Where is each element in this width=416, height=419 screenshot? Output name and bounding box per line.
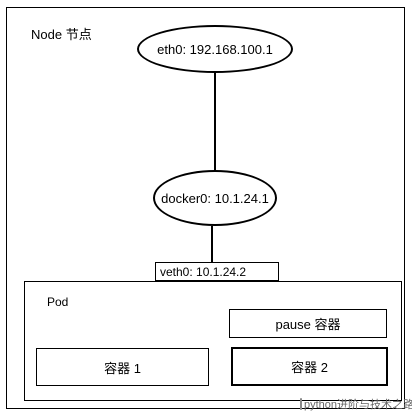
veth0-interface: veth0: 10.1.24.2 xyxy=(155,262,279,281)
node-label: Node 节点 xyxy=(31,27,92,42)
pause-container: pause 容器 xyxy=(229,309,387,338)
eth0-label: eth0: 192.168.100.1 xyxy=(157,41,273,57)
pod-label: Pod xyxy=(47,295,69,309)
container-1-label: 容器 1 xyxy=(104,360,141,376)
container-2: 容器 2 xyxy=(231,347,388,386)
node-boundary xyxy=(6,7,405,409)
docker0-bridge: docker0: 10.1.24.1 xyxy=(153,170,277,226)
watermark: python进阶与技术之路 xyxy=(300,393,412,415)
pod-boundary xyxy=(24,281,402,401)
container-1: 容器 1 xyxy=(36,348,209,386)
veth0-label: veth0: 10.1.24.2 xyxy=(160,264,247,279)
docker0-label: docker0: 10.1.24.1 xyxy=(161,190,269,206)
wechat-icon xyxy=(300,398,302,410)
container-2-label: 容器 2 xyxy=(291,360,328,375)
eth0-interface: eth0: 192.168.100.1 xyxy=(137,25,293,73)
pause-container-label: pause 容器 xyxy=(275,317,341,332)
watermark-text: python进阶与技术之路 xyxy=(304,399,412,411)
eth0-docker0-link xyxy=(214,73,216,170)
docker0-veth0-link xyxy=(211,226,213,262)
